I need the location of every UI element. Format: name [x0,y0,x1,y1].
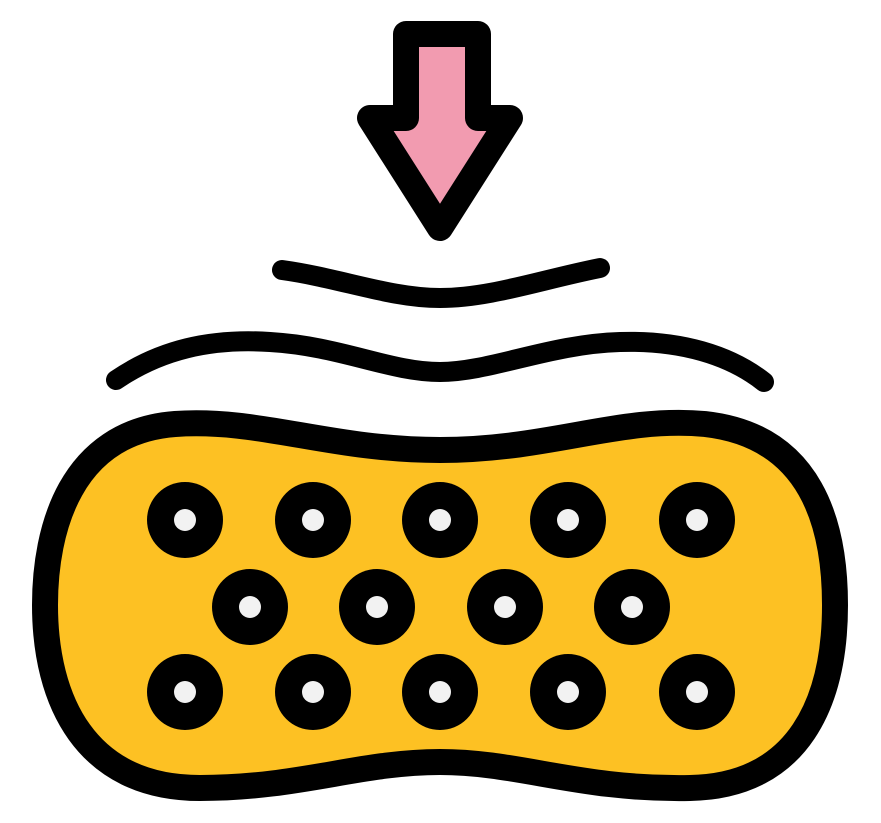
wave-line-bottom [106,331,774,392]
pore-hole [686,509,708,531]
pore-hole [174,681,196,703]
pore-hole [494,596,516,618]
pore-hole [239,596,261,618]
pressure-wave-icon [106,258,774,392]
down-arrow-icon [357,21,523,241]
pore-hole [302,509,324,531]
pore-hole [174,509,196,531]
arrow-shape [357,21,523,241]
pore-hole [686,681,708,703]
pore-hole [429,681,451,703]
sponge-icon [32,409,848,802]
sponge-pores [147,482,735,730]
pore-hole [557,509,579,531]
pore-hole [429,509,451,531]
pore-hole [366,596,388,618]
wave-line-top [272,258,610,309]
pore-hole [557,681,579,703]
pore-hole [302,681,324,703]
pore-hole [621,596,643,618]
sponge-body [32,409,848,802]
